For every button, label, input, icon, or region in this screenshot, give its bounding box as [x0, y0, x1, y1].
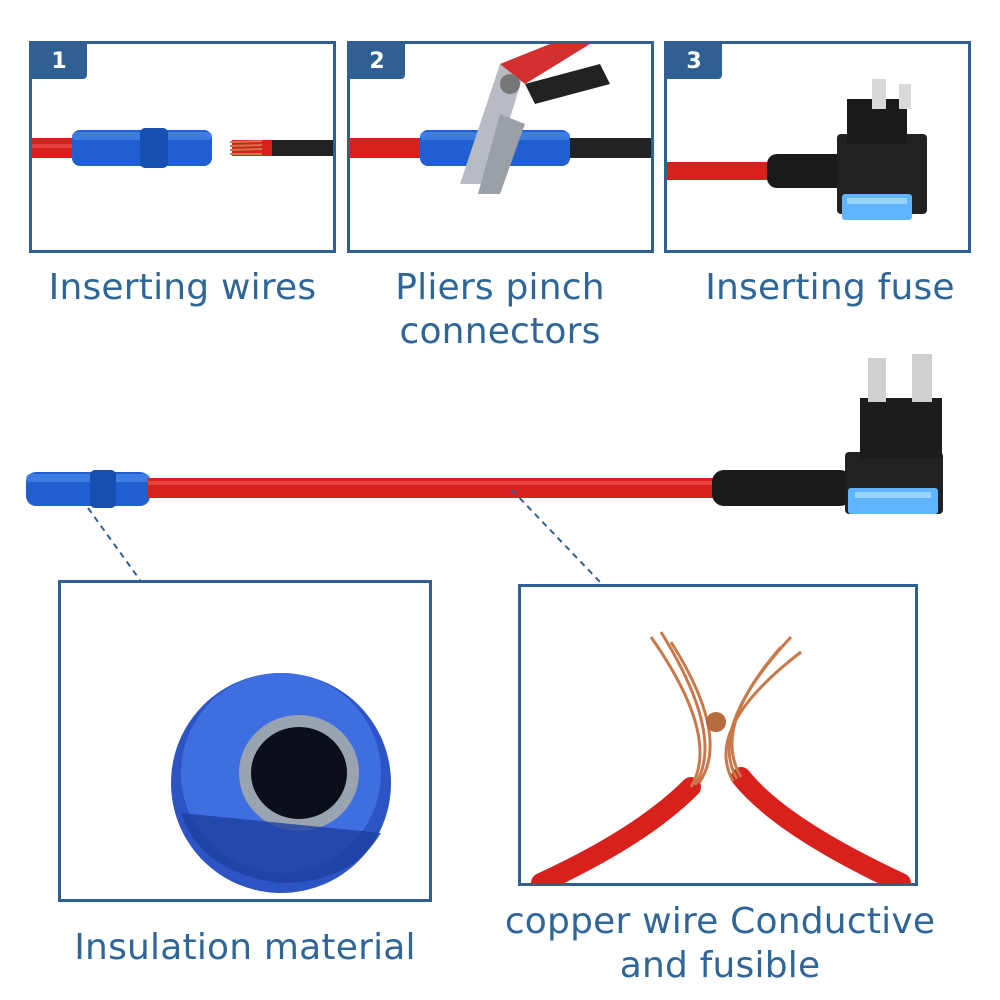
step-2-panel: 2	[347, 41, 654, 253]
fuse-tap-wire-illustration	[26, 354, 943, 583]
step-3-panel: 3	[664, 41, 971, 253]
copper-wire-detail-panel	[518, 584, 918, 886]
pliers-icon	[460, 44, 610, 194]
step-3-badge: 3	[667, 44, 722, 79]
insulation-caption: Insulation material	[74, 927, 416, 968]
step-2-caption: Pliers pinch connectors	[395, 267, 605, 352]
insulation-closeup-illustration	[171, 673, 391, 893]
step-1-badge: 1	[32, 44, 87, 79]
inserting-wires-illustration	[32, 128, 333, 168]
step-3-caption: Inserting fuse	[705, 267, 955, 308]
copper-wire-twist-illustration	[531, 631, 911, 883]
step-1-panel: 1	[29, 41, 336, 253]
pliers-pinch-illustration	[350, 44, 651, 194]
insulation-detail-panel	[58, 580, 432, 902]
inserting-fuse-illustration	[667, 79, 927, 220]
step-1-caption: Inserting wires	[48, 267, 317, 308]
step-2-badge: 2	[350, 44, 405, 79]
copper-wire-caption: copper wire Conductive and fusible	[504, 901, 936, 986]
